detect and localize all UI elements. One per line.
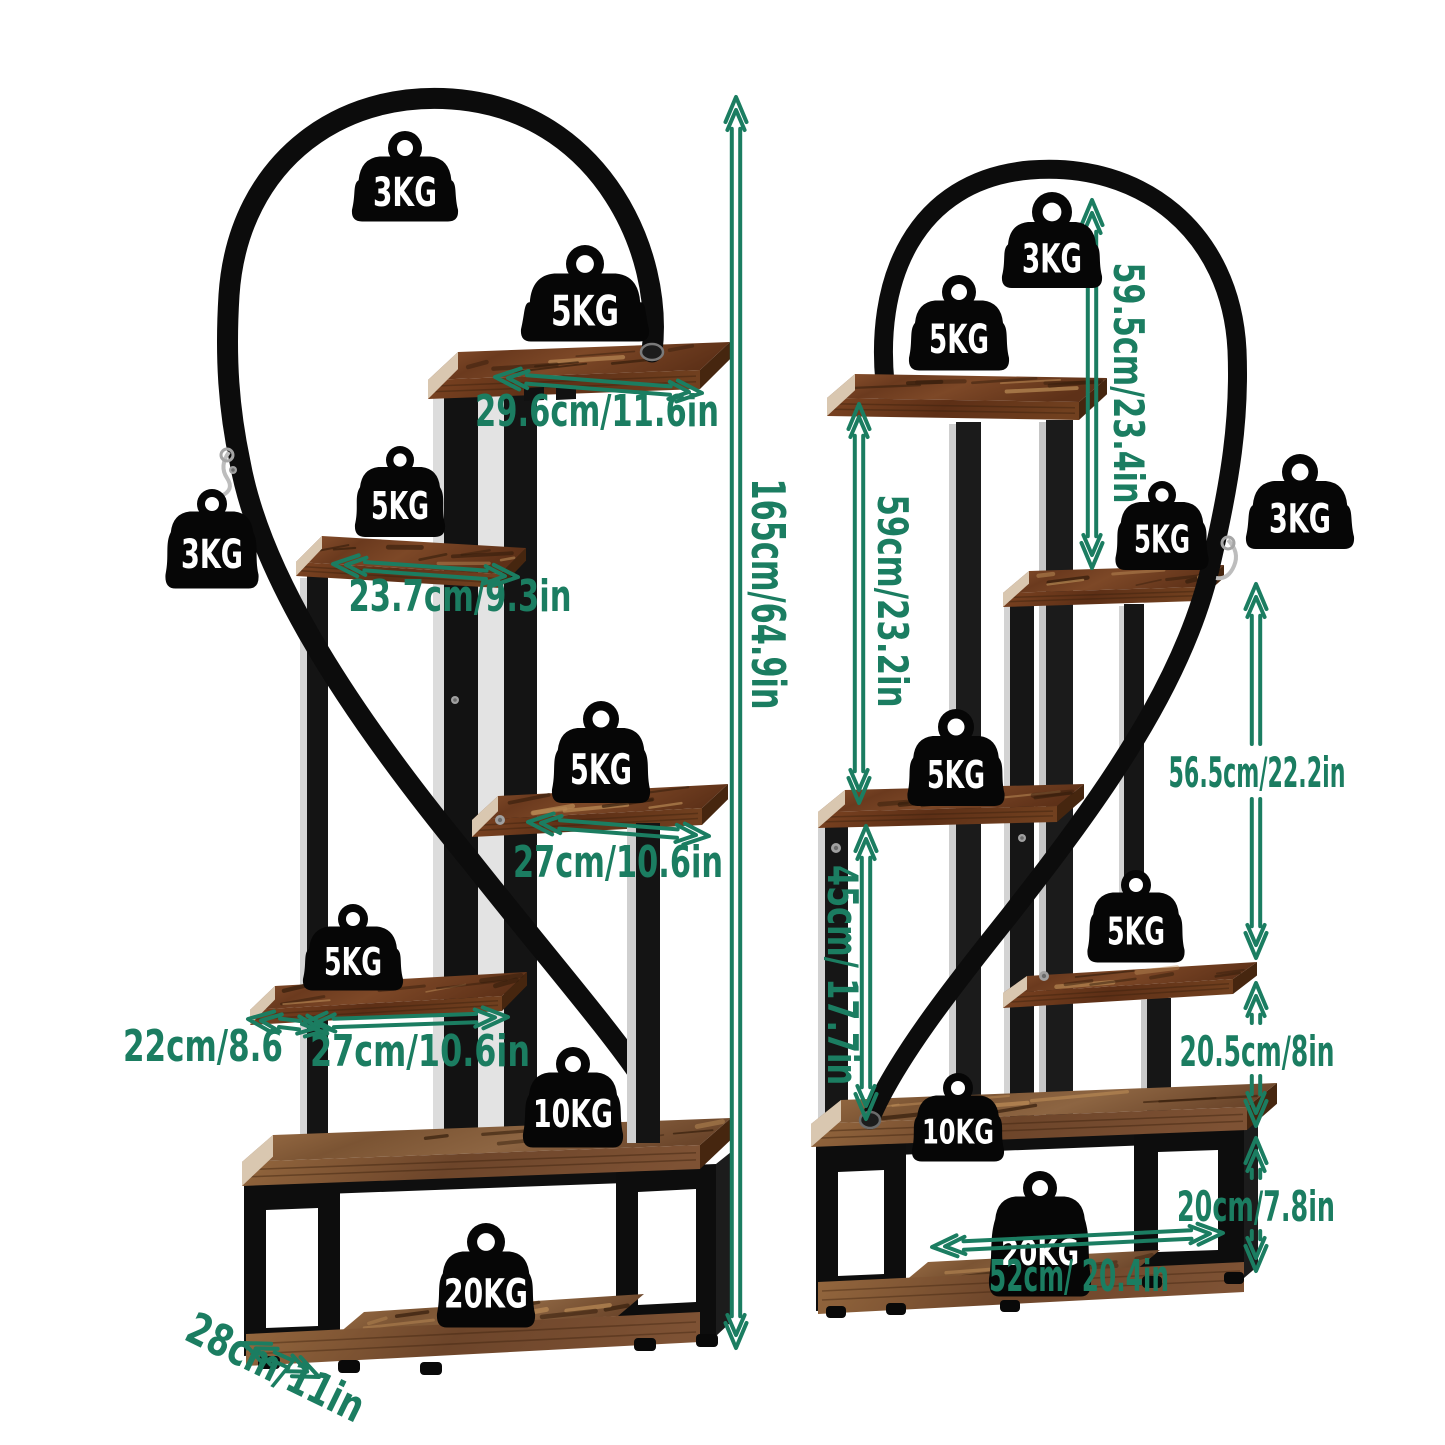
right-weight-arch-3kg-label: 3KG <box>1022 236 1082 282</box>
right-weight-third-5kg-icon: 5KG <box>907 709 1005 806</box>
dim-arrow-third-to-base <box>853 824 879 1121</box>
right-fourth-shelf <box>1003 962 1257 1008</box>
dim-arrow-top-to-third <box>846 402 872 805</box>
left-weight-top-5kg-label: 5KG <box>551 287 619 336</box>
dimension-annotations: 29.6cm/11.6in 23.7cm/9.3in 27cm/10.6in 22cm… <box>123 95 1346 1433</box>
dim-fourth-shelf-depth: 22cm/8.6 <box>123 1021 283 1072</box>
dim-base-width: 52cm/ 20.4in <box>989 1251 1169 1302</box>
dim-top-to-third: 59cm/23.2in <box>868 495 917 708</box>
right-stand <box>811 159 1277 1318</box>
dim-top-shelf-width: 29.6cm/11.6in <box>475 386 719 437</box>
right-weight-base-10kg-label: 10KG <box>922 1113 994 1153</box>
dim-second-shelf-width: 23.7cm/9.3in <box>349 571 572 622</box>
dim-third-to-base: 45cm/ 17.7in <box>818 865 867 1085</box>
dim-second-to-fourth: 56.5cm/22.2in <box>1169 748 1346 797</box>
dim-arrow-total-height <box>723 95 749 1350</box>
right-weight-top-5kg-label: 5KG <box>929 317 989 363</box>
left-stand-screws <box>229 466 505 825</box>
left-weight-fourth-5kg-label: 5KG <box>324 940 382 984</box>
left-weight-second-5kg-icon: 5KG <box>354 446 446 537</box>
right-weight-arch-3kg-icon: 3KG <box>1001 192 1103 288</box>
dim-arrow-second-to-fourth <box>1243 582 1269 960</box>
left-weight-bottom-20kg-icon: 20KG <box>436 1223 536 1328</box>
right-weight-hanging-3kg-icon: 3KG <box>1245 454 1355 549</box>
left-weight-base-10kg-label: 10KG <box>533 1092 613 1136</box>
dim-arrow-arch-to-second <box>1079 198 1105 570</box>
left-weight-top-5kg-icon: 5KG <box>520 245 650 342</box>
left-weight-bottom-20kg-label: 20KG <box>444 1271 528 1317</box>
dimension-arrows-behind <box>1079 198 1105 570</box>
left-hook-icon <box>219 447 235 498</box>
dim-arrow-fourth-to-base <box>1243 981 1269 1128</box>
dim-total-height: 165cm/64.9in <box>741 479 795 710</box>
left-weight-third-5kg-label: 5KG <box>570 745 632 794</box>
right-weight-top-5kg-icon: 5KG <box>908 275 1010 371</box>
dim-arrow-third-shelf-width <box>526 811 711 847</box>
left-weight-second-5kg-label: 5KG <box>371 484 429 528</box>
left-weight-fourth-5kg-icon: 5KG <box>302 904 404 991</box>
dim-arrow-base-depth <box>242 1341 321 1379</box>
dim-arrow-base-height <box>1243 1136 1269 1273</box>
left-weight-hanging-3kg-label: 3KG <box>181 532 243 578</box>
dim-arch-to-second: 59.5cm/23.4in <box>1104 263 1153 504</box>
dim-fourth-shelf-width: 27cm/10.6in <box>310 1026 530 1077</box>
dim-arrow-fourth-shelf-width <box>300 1005 510 1036</box>
left-second-shelf <box>296 536 526 588</box>
weight-capacity-badges: 3KG 5KG 3KG 5KG 5KG 5KG 10KG 20KG 3KG 5KG 3KG 5KG 5K… <box>165 131 1355 1328</box>
right-weight-third-5kg-label: 5KG <box>927 753 985 797</box>
right-weight-second-5kg-label: 5KG <box>1134 518 1190 562</box>
left-third-shelf-leg <box>627 823 660 1143</box>
right-hook-icon <box>1215 535 1238 581</box>
left-weight-base-10kg-icon: 10KG <box>522 1047 624 1148</box>
right-weight-hanging-3kg-label: 3KG <box>1269 496 1331 542</box>
dim-fourth-to-base: 20.5cm/8in <box>1180 1027 1335 1076</box>
right-weight-second-5kg-icon: 5KG <box>1115 481 1209 570</box>
dim-base-height: 20cm/7.8in <box>1177 1182 1335 1231</box>
left-fourth-shelf <box>250 972 527 1025</box>
left-weight-third-5kg-icon: 5KG <box>551 701 651 803</box>
left-top-shelf <box>428 342 730 399</box>
left-weight-arch-3kg-icon: 3KG <box>351 131 459 222</box>
left-stand <box>216 87 731 1375</box>
right-second-shelf <box>1003 565 1224 607</box>
left-weight-arch-3kg-label: 3KG <box>373 170 437 216</box>
left-weight-hanging-3kg-icon: 3KG <box>165 489 259 589</box>
dim-arrow-second-shelf-width <box>331 553 520 588</box>
right-weight-fourth-5kg-icon: 5KG <box>1087 870 1185 963</box>
dim-arrow-base-width <box>930 1221 1225 1259</box>
left-bottom-board <box>246 1312 718 1375</box>
right-top-shelf <box>827 374 1107 420</box>
dim-arrow-top-shelf-width <box>493 366 704 404</box>
right-weight-base-10kg-icon: 10KG <box>911 1073 1005 1162</box>
right-weight-fourth-5kg-label: 5KG <box>1107 909 1165 953</box>
dim-third-shelf-width: 27cm/10.6in <box>513 837 723 888</box>
